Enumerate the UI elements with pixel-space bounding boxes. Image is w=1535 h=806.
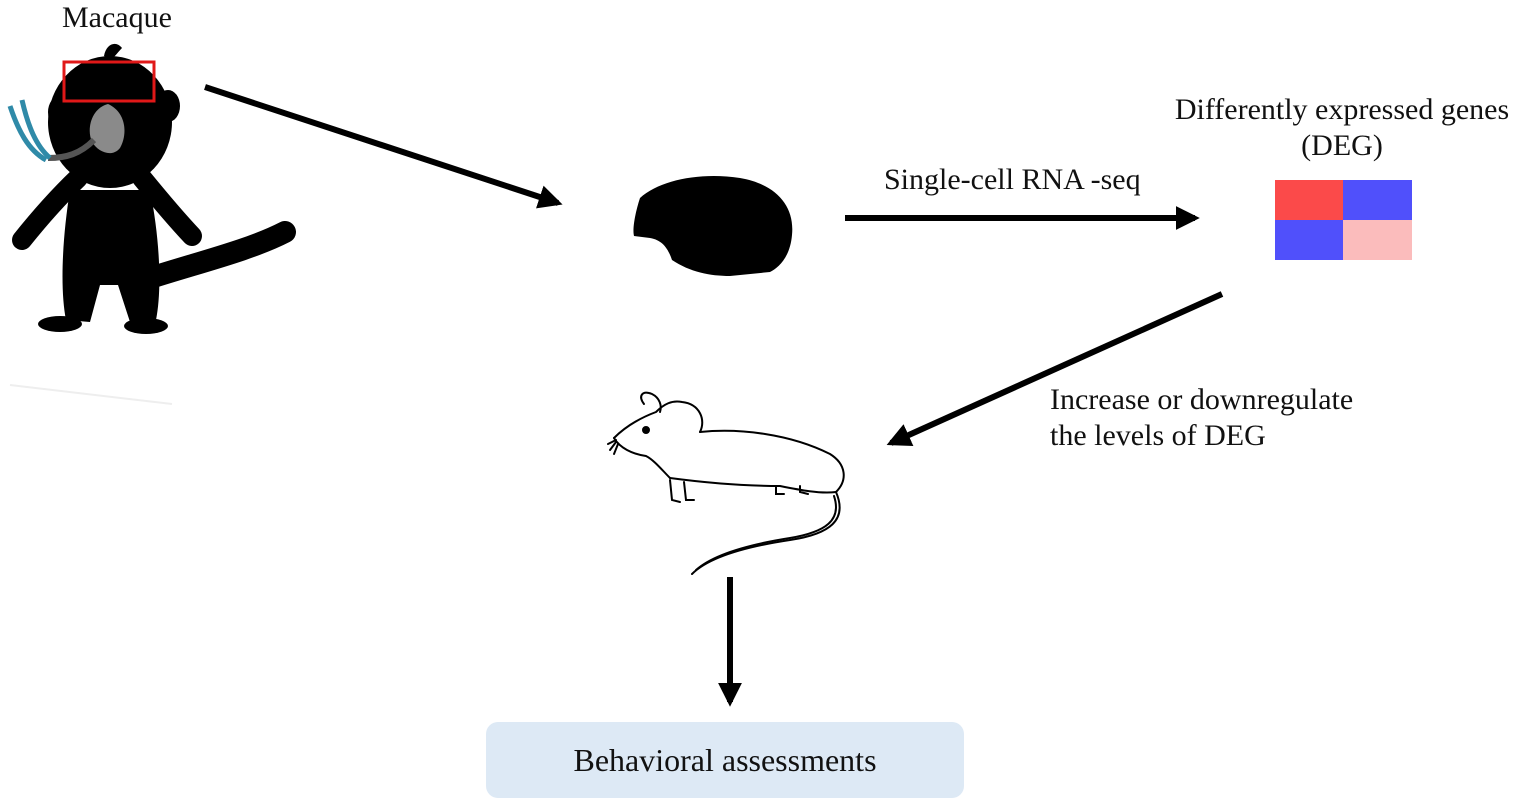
deg-label: Differently expressed genes (DEG) [1158,92,1526,164]
brain-region-highlight [62,60,156,103]
behavioral-assessments-box: Behavioral assessments [486,722,964,798]
macaque-icon [7,43,296,334]
deg-heatmap [1275,180,1412,260]
heatmap-cell-pink [1343,220,1412,260]
scrna-seq-label: Single-cell RNA -seq [884,163,1141,196]
regulate-label: Increase or downregulate the levels of D… [1050,382,1353,454]
heatmap-cell-blue-top [1343,180,1412,220]
macaque-label: Macaque [62,1,172,34]
mouse-icon [607,391,845,575]
deg-label-line2: (DEG) [1301,129,1383,162]
deg-label-line1: Differently expressed genes [1174,93,1510,126]
behavioral-assessments-label: Behavioral assessments [573,741,877,778]
arrow-deg-to-mouse [886,291,1224,447]
heatmap-cell-blue-bottom [1275,220,1343,260]
faint-divider [9,384,173,405]
arrow-macaque-to-brain [204,84,563,209]
brain-icon [633,176,793,276]
regulate-label-line2: the levels of DEG [1050,419,1266,452]
heatmap-cell-red [1275,180,1343,220]
regulate-label-line1: Increase or downregulate [1050,383,1354,416]
